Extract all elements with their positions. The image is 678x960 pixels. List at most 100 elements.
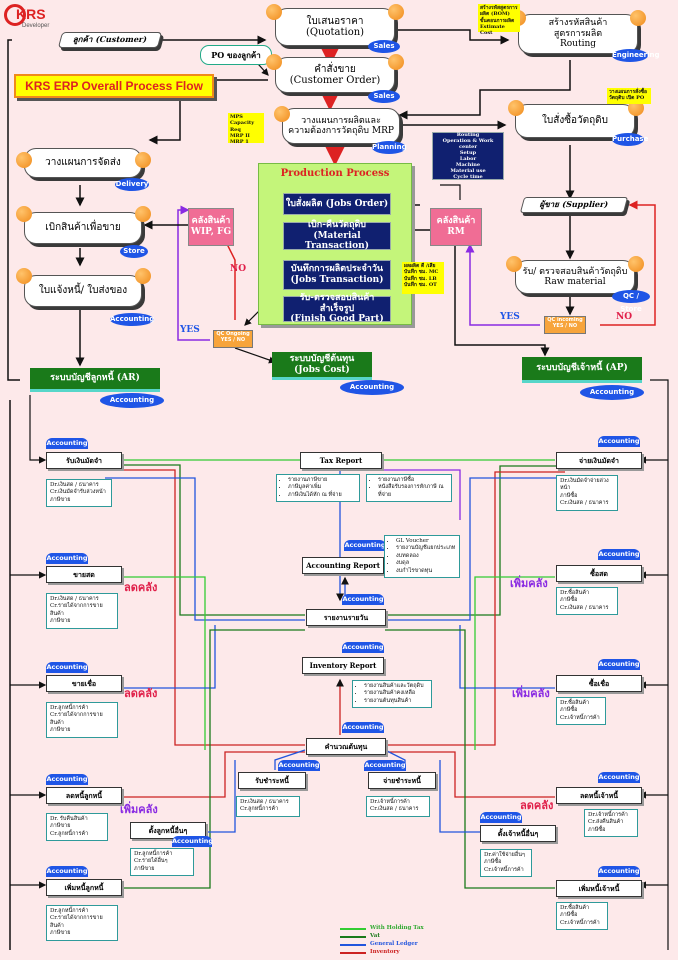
quotation-th: ใบเสนอราคา [306, 15, 364, 27]
right-acct-5[interactable]: ตั้งเจ้าหนี้อื่นๆ [480, 825, 556, 842]
delivery-left-dot [16, 152, 32, 168]
right-acct-2[interactable]: ซื้อสด [556, 565, 642, 582]
left-acct-4[interactable]: ลดหนี้ลูกหนี้ [46, 787, 122, 804]
accounting-report[interactable]: Accounting Report [302, 557, 384, 574]
tax-note-right: รายงานภาษีซื้อ หนังสือรับรองการหักภาษี ณ… [366, 474, 452, 503]
left-acct-3[interactable]: ขายเชื่อ [46, 675, 122, 692]
right-acct-hdr-6: Accounting [598, 866, 640, 877]
qc-ongoing-tag[interactable]: QC Ongoing YES / NO [213, 330, 253, 348]
inv-note-line: รายงานสินค้าคงเหลือ [364, 690, 428, 697]
pay-debt[interactable]: จ่ายชำระหนี้ [368, 772, 436, 789]
bom-note-line: สร้างรหัสสูตรการผลิต (BOM) [480, 5, 518, 18]
jobs-order-step[interactable]: ใบสั่งผลิต (Jobs Order) [283, 193, 391, 215]
rm-en: RM [447, 227, 465, 237]
right-acct-note-5: Dr.ค่าใช้จ่ายอื่นๆ ภาษีซื้อ Cr.เจ้าหนี้ก… [480, 849, 532, 878]
left-acct-5[interactable]: ตั้งลูกหนี้อื่นๆ [130, 822, 206, 839]
bom-note-line: Estimate Cost [480, 23, 505, 36]
right-acct-1[interactable]: จ่ายเงินมัดจำ [556, 452, 642, 469]
right-acct-4[interactable]: ลดหนี้เจ้าหนี้ [556, 787, 642, 804]
tax-report[interactable]: Tax Report [300, 452, 382, 469]
mrp-th: วางแผนการผลิตและ [301, 115, 381, 126]
note-line: Dr.ลูกหนี้การค้า [50, 908, 89, 914]
note-line: Cr.รายได้จากการขายสินค้า [50, 915, 103, 929]
routing-note-line: Setup [459, 150, 477, 156]
legend-label: General Ledger [370, 941, 418, 947]
right-acct-6[interactable]: เพิ่มหนี้เจ้าหนี้ [556, 880, 642, 897]
routing-box[interactable]: สร้างรหัสสินค้า สูตรการผลิต Routing [518, 14, 638, 54]
ar-label: ระบบบัญชีลูกหนี้ (AR) [50, 373, 140, 383]
jobs-transaction-step[interactable]: บันทึกการผลิตประจำวัน (Jobs Transaction) [283, 260, 391, 290]
right-acct-3[interactable]: ซื้อเชื่อ [556, 675, 642, 692]
production-note-line: บันทึก ชม. LB [404, 275, 437, 282]
ap-system[interactable]: ระบบบัญชีเจ้าหนี้ (AP) [522, 357, 642, 383]
customer-box[interactable]: ลูกค้า (Customer) [57, 32, 163, 48]
store-left-dot [16, 206, 32, 222]
finish-good-step[interactable]: รับ-ตรวจสอบสินค้าสำเร็จรูป (Finish Good … [283, 293, 391, 324]
production-title: Production Process [280, 168, 390, 179]
store-box[interactable]: เบิกสินค้าเพื่อขาย [24, 212, 142, 244]
note-line: ภาษีขาย [50, 823, 71, 830]
left-acct-note-1: Dr.เงินสด / ธนาคาร Cr.เงินมัดจำรับล่วงหน… [46, 479, 112, 508]
routing-th: สร้างรหัสสินค้า [548, 18, 608, 29]
right-acct-note-1: Dr.เงินมัดจำจ่ายล่วงหน้า ภาษีซื้อ Cr.เงิ… [556, 475, 618, 511]
customer-order-box[interactable]: คำสั่งขาย (Customer Order) [275, 57, 395, 93]
legend-swatch [340, 936, 366, 938]
purchase-order-box[interactable]: ใบสั่งซื้อวัตถุดิบ [515, 104, 635, 138]
receive-badge: QC / Store [612, 290, 650, 313]
delivery-box[interactable]: วางแผนการจัดส่ง [24, 148, 142, 178]
routing-note-line: Cycle time [453, 174, 483, 180]
note-line: Dr.ค่าใช้จ่ายอื่นๆ [484, 852, 525, 858]
purchase-order-badge: Purchase [612, 133, 648, 146]
quotation-box[interactable]: ใบเสนอราคา (Quotation) [275, 8, 395, 46]
acct-note-line: งบกำไรขาดทุน [396, 568, 456, 575]
receive-left-dot [506, 256, 522, 272]
mps-note: MPS Capacity Req MRP II MRP 1 [228, 113, 264, 145]
tax-note-line: หนังสือรับรองการหักภาษี ณ ที่จ่าย [378, 484, 448, 499]
cost-calculation[interactable]: คำนวณต้นทุน [306, 738, 386, 755]
production-note: ผลผลิต ดี /เสีย บันทึก ชม. MC บันทึก ชม.… [402, 262, 444, 294]
ap-badge: Accounting [580, 385, 644, 400]
rm-warehouse[interactable]: คลังสินค้า RM [430, 208, 482, 246]
inventory-report[interactable]: Inventory Report [302, 657, 384, 674]
legend-label: Vat [370, 933, 380, 939]
routing-th2: สูตรการผลิต [553, 28, 603, 39]
invoice-box[interactable]: ใบแจ้งหนี้/ ใบส่งของ [24, 275, 142, 307]
ladlang-2: ลดคลัง [124, 687, 158, 700]
note-line: ภาษีขาย [50, 727, 71, 734]
cost-calc-hdr: Accounting [342, 722, 384, 733]
wip-fg-warehouse[interactable]: คลังสินค้า WIP, FG [188, 208, 234, 246]
left-acct-1[interactable]: รับเงินมัดจำ [46, 452, 122, 469]
store-right-dot [135, 206, 151, 222]
ar-system[interactable]: ระบบบัญชีลูกหนี้ (AR) [30, 368, 160, 392]
customer-po-label: PO ของลูกค้า [200, 45, 272, 65]
invoice-th: ใบแจ้งหนี้/ ใบส่งของ [38, 285, 128, 297]
store-th: เบิกสินค้าเพื่อขาย [45, 222, 121, 234]
ladlang-3: ลดคลัง [520, 799, 554, 812]
left-acct-hdr-3: Accounting [46, 662, 88, 673]
jobs-cost-en: (Jobs Cost) [294, 364, 350, 375]
supplier-box[interactable]: ผู้ขาย (Supplier) [519, 197, 629, 213]
purchase-order-right-dot [628, 100, 644, 116]
production-note-line: บันทึก ชม. MC [404, 269, 439, 276]
production-note-line: บันทึก ชม. OT [404, 281, 437, 288]
receive-box[interactable]: รับ/ ตรวจสอบสินค้าวัตถุดิบ Raw material [515, 260, 635, 294]
tax-note-line: ภาษีมูลค่าเพิ่ม [288, 484, 356, 491]
note-line: Dr.เงินสด / ธนาคาร [50, 482, 99, 488]
left-acct-hdr-1: Accounting [46, 438, 88, 449]
permlang-2: เพิ่มคลัง [510, 577, 548, 590]
ladlang-1: ลดคลัง [124, 581, 158, 594]
receive-debt[interactable]: รับชำระหนี้ [238, 772, 306, 789]
jobs-cost-badge: Accounting [340, 380, 404, 395]
jobs-cost-system[interactable]: ระบบบัญชีต้นทุน (Jobs Cost) [272, 352, 372, 380]
left-acct-2[interactable]: ขายสด [46, 566, 122, 583]
qc-incoming-tag[interactable]: QC incoming YES / NO [544, 316, 586, 334]
material-transaction-step[interactable]: เบิก-คืนวัตถุดิบ (Material Transaction) [283, 220, 391, 251]
acct-note-line: รายงานบัญชีแยกประเภท [396, 545, 456, 552]
daily-report[interactable]: รายงานรายวัน [306, 609, 386, 626]
pay-debt-note: Dr.เจ้าหนี้การค้า Cr.เงินสด / ธนาคาร [366, 796, 430, 817]
note-line: ภาษีขาย [50, 496, 71, 503]
left-acct-6[interactable]: เพิ่มหนี้ลูกหนี้ [46, 879, 122, 896]
tax-note-line: ภาษีเงินได้หัก ณ ที่จ่าย [288, 492, 356, 499]
note-line: ภาษีขาย [50, 930, 71, 937]
mrp-box[interactable]: วางแผนการผลิตและ ความต้องการวัตถุดิบ MRP [282, 108, 400, 144]
